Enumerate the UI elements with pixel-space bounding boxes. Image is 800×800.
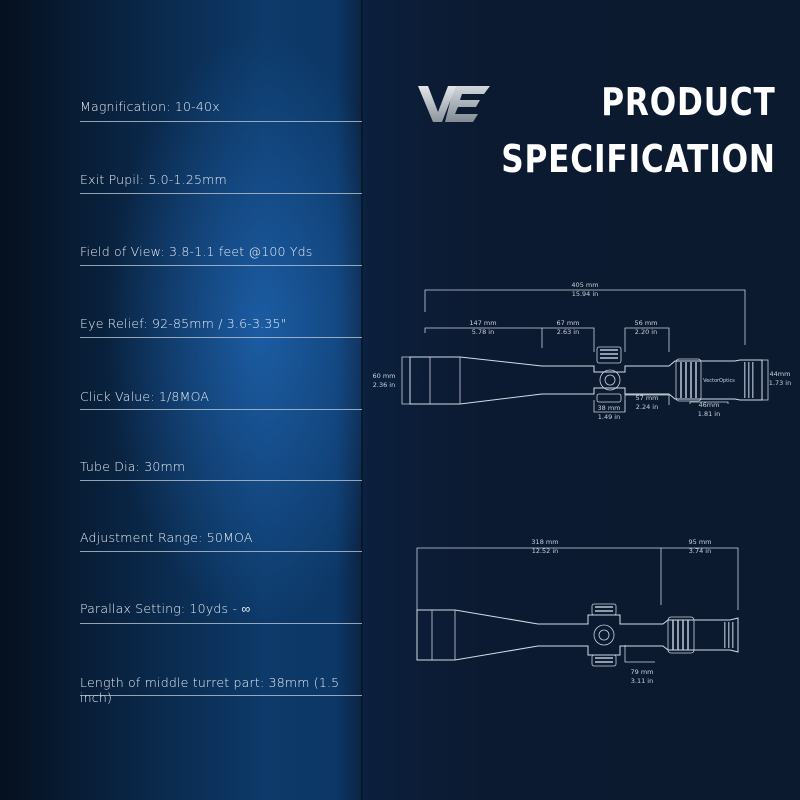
rear-tube-dimension-line [624, 327, 670, 352]
bell-dimension-line [424, 327, 543, 348]
spec-turret-length: Length of middle turret part: 38mm (1.5 … [80, 675, 340, 705]
vector-optics-logo-icon [418, 86, 490, 122]
eyepiece-dia-mm: 44mm [770, 370, 791, 378]
brand-mark: VectorOptics [703, 378, 735, 384]
overall-in: 15.94 in [572, 290, 599, 298]
front-dimension-line [416, 547, 662, 620]
bell-mm: 147 mm [469, 319, 496, 327]
eyepiece-dia-line [762, 359, 769, 401]
turret-len-mm: 38 mm [597, 404, 620, 412]
spec-adjustment-range: Adjustment Range: 50MOA [80, 530, 253, 545]
spec-rule [80, 623, 362, 624]
zoom-ring-top-view [667, 616, 695, 654]
title-line-2: SPECIFICATION [501, 137, 776, 181]
bottom-turret-top-view [591, 654, 617, 667]
front-in: 12.52 in [532, 547, 559, 555]
spec-parallax: Parallax Setting: 10yds - ∞ [80, 601, 251, 616]
rear-mm: 95 mm [688, 538, 711, 546]
parallax-knob [599, 369, 621, 391]
overall-dimension-line [424, 289, 746, 345]
objective-dia-mm: 60 mm [372, 372, 395, 380]
spec-rule [80, 265, 362, 266]
eyepiece-dia-in: 1.73 in [769, 379, 791, 387]
spec-exit-pupil: Exit Pupil: 5.0-1.25mm [80, 172, 227, 187]
turret-len-in: 1.49 in [598, 413, 620, 421]
elevation-turret [596, 346, 622, 364]
turret-to-zoom-line [624, 394, 670, 412]
turret-height-mm: 79 mm [630, 668, 653, 676]
turret-height-line [624, 645, 655, 663]
turret-height-in: 3.11 in [631, 677, 653, 685]
title-line-1: PRODUCT [601, 80, 776, 124]
scope-top-body-outline [416, 609, 739, 661]
eyepiece-len-line [689, 401, 729, 404]
spec-rule [80, 409, 362, 410]
spec-magnification: Magnification: 10-40x [80, 99, 220, 114]
column-divider [361, 0, 363, 800]
front-tube-in: 2.63 in [557, 328, 579, 336]
spec-tube-dia: Tube Dia: 30mm [80, 459, 186, 474]
spec-rule [80, 337, 362, 338]
spec-eye-relief: Eye Relief: 92-85mm / 3.6-3.35" [80, 316, 287, 331]
front-tube-mm: 67 mm [556, 319, 579, 327]
bell-in: 5.78 in [472, 328, 494, 336]
objective-dia-line [401, 356, 410, 405]
eyepiece-len-in: 1.81 in [698, 410, 720, 418]
front-mm: 318 mm [531, 538, 558, 546]
top-turret [591, 603, 617, 616]
spec-field-of-view: Field of View: 3.8-1.1 feet @100 Yds [80, 244, 313, 259]
scope-body-outline [409, 356, 763, 405]
objective-dia-in: 2.36 in [373, 381, 395, 389]
spec-rule [80, 121, 362, 122]
spec-rule [80, 695, 362, 696]
bottom-turret [596, 393, 622, 403]
spec-rule [80, 193, 362, 194]
rear-tube-in: 2.20 in [635, 328, 657, 336]
scope-side-view-diagram: 405 mm 15.94 in 147 mm 5.78 in 67 mm 2.6… [372, 281, 791, 421]
scope-top-view-diagram: 318 mm 12.52 in 95 mm 3.74 in 79 mm 3.11… [416, 538, 739, 685]
overall-mm: 405 mm [571, 281, 598, 289]
eyepiece-len-mm: 46mm [699, 401, 720, 409]
spec-rule [80, 480, 362, 481]
turret-to-zoom-in: 2.24 in [636, 403, 658, 411]
rear-in: 3.74 in [689, 547, 711, 555]
background-glow [0, 0, 362, 800]
magnification-ring [675, 358, 702, 402]
front-tube-dimension-line [542, 327, 595, 352]
rear-dimension-line [661, 547, 739, 610]
spec-click-value: Click Value: 1/8MOA [80, 389, 210, 404]
top-view-dial [593, 624, 615, 646]
spec-rule [80, 551, 362, 552]
rear-tube-mm: 56 mm [634, 319, 657, 327]
turret-to-zoom-mm: 57 mm [635, 394, 658, 402]
